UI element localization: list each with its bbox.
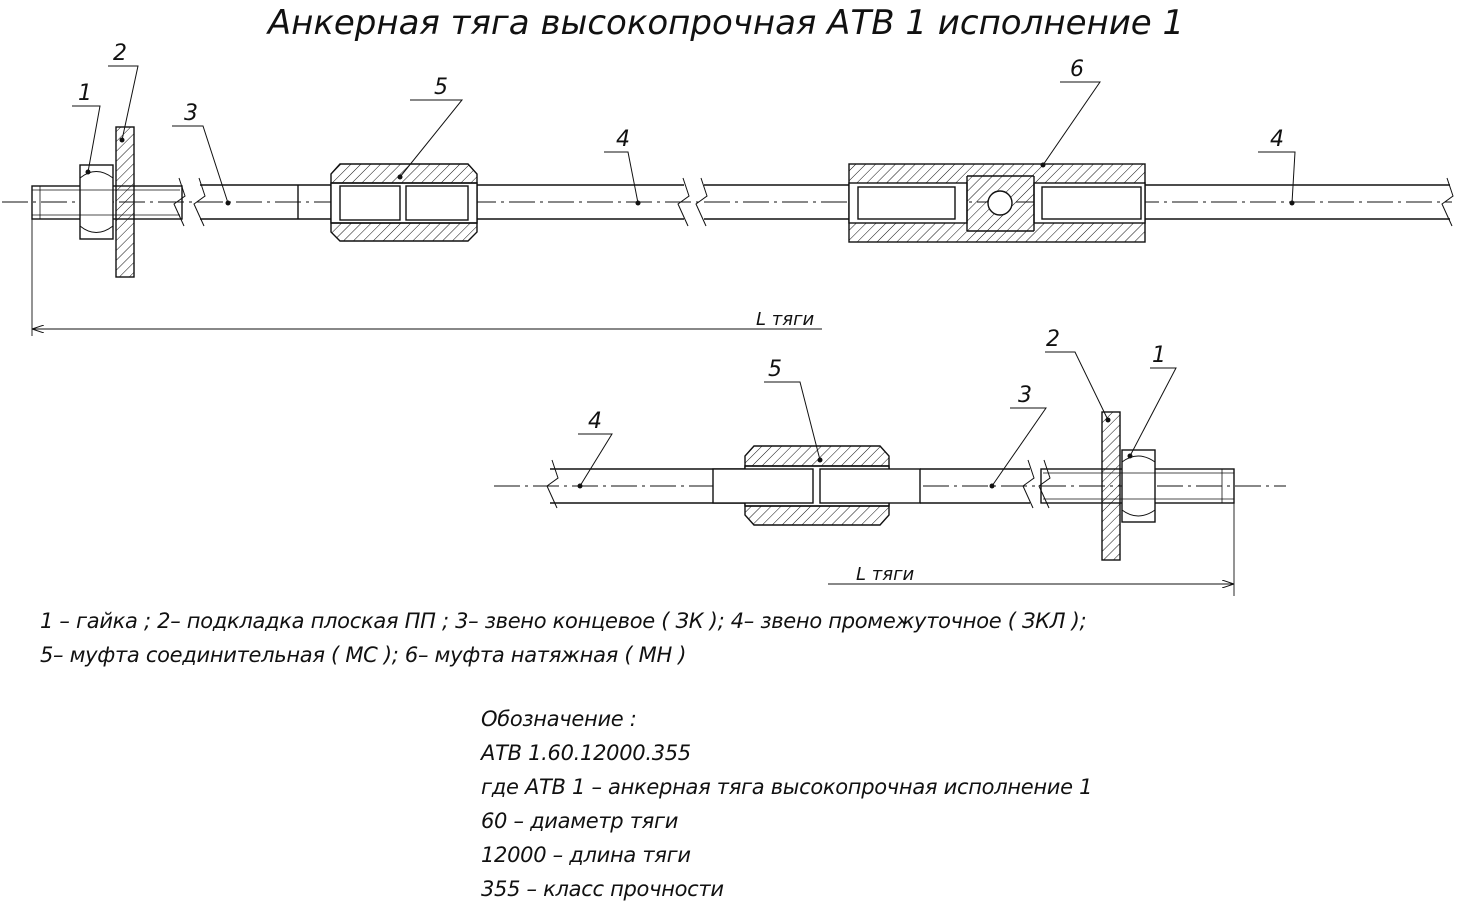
top-break-mark-4 — [695, 177, 708, 227]
designation-block: Обозначение : АТВ 1.60.12000.355 где АТВ… — [481, 702, 1093, 906]
bottom-leaders — [578, 351, 1177, 487]
legend-line-1: 1 – гайка ; 2– подкладка плоская ПП ; 3–… — [40, 609, 1087, 633]
top-callout-coupling: 5 — [434, 75, 448, 100]
bottom-coupling — [712, 445, 921, 526]
designation-line-2: 60 – диаметр тяги — [481, 809, 679, 833]
legend-line-2: 5– муфта соединительная ( МС ); 6– муфта… — [40, 643, 687, 667]
top-callout-intermediate-link-1: 4 — [616, 127, 630, 152]
bottom-callout-intermediate-link: 4 — [588, 409, 602, 434]
top-assembly — [2, 65, 1454, 336]
top-break-mark-1 — [173, 177, 186, 227]
parts-legend: 1 – гайка ; 2– подкладка плоская ПП ; 3–… — [40, 604, 1087, 672]
designation-heading: Обозначение : — [481, 707, 637, 731]
bottom-callout-nut: 1 — [1152, 343, 1166, 368]
bottom-callout-end-link: 3 — [1018, 383, 1032, 408]
top-intermediate-link-2 — [704, 184, 849, 220]
drawing-title: Анкерная тяга высокопрочная АТВ 1 исполн… — [266, 3, 1184, 43]
top-intermediate-link-1 — [477, 184, 684, 220]
bottom-dimension-label: L тяги — [856, 564, 915, 585]
top-callout-tension-coupling: 6 — [1070, 57, 1084, 82]
top-callout-washer: 2 — [113, 41, 127, 66]
top-break-mark-2 — [193, 177, 206, 227]
top-tension-coupling — [848, 163, 1146, 243]
top-break-mark-3 — [677, 177, 690, 227]
top-callout-nut: 1 — [78, 81, 92, 106]
top-leader-dots — [85, 137, 1295, 206]
top-callout-end-link: 3 — [184, 101, 198, 126]
bottom-callout-washer: 2 — [1046, 327, 1060, 352]
top-break-mark-5 — [1441, 177, 1454, 227]
bottom-leader-dots — [577, 417, 1133, 489]
top-intermediate-link-3 — [1145, 184, 1450, 220]
top-nut — [79, 164, 114, 240]
designation-code: АТВ 1.60.12000.355 — [481, 741, 691, 765]
top-dimension-label: L тяги — [756, 309, 815, 330]
designation-line-3: 12000 – длина тяги — [481, 843, 691, 867]
top-callout-intermediate-link-2: 4 — [1270, 127, 1284, 152]
top-coupling — [330, 163, 478, 242]
top-leaders — [72, 65, 1296, 204]
bottom-nut — [1121, 449, 1156, 523]
designation-line-4: 355 – класс прочности — [481, 877, 724, 901]
bottom-break-mark-2 — [1022, 459, 1035, 509]
bottom-washer — [1101, 411, 1121, 561]
top-washer — [115, 126, 135, 278]
bottom-break-mark-1 — [546, 459, 559, 509]
bottom-assembly — [494, 351, 1286, 596]
bottom-callout-coupling: 5 — [768, 357, 782, 382]
bottom-end-link — [920, 468, 1030, 504]
designation-line-1: где АТВ 1 – анкерная тяга высокопрочная … — [481, 775, 1093, 799]
